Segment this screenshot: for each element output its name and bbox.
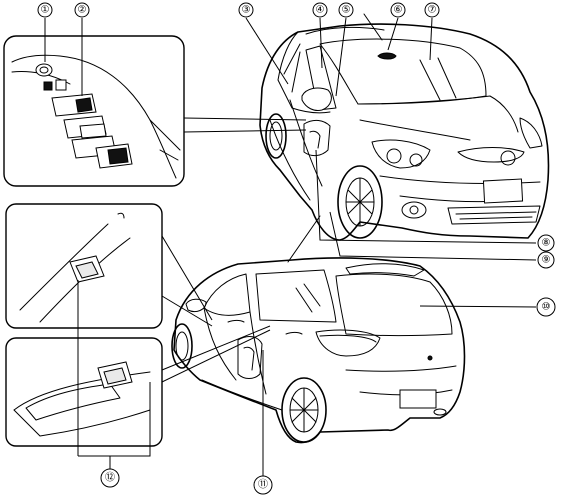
callout-1: ①: [37, 2, 53, 18]
inset-rear-switch-upper: [5, 203, 163, 329]
callout-2-label: ②: [78, 5, 87, 16]
callout-1-label: ①: [41, 5, 50, 16]
callout-11: ⑪: [253, 475, 273, 495]
callout-10-label: ⑩: [542, 302, 551, 313]
callout-4-label: ④: [316, 5, 325, 16]
callout-7: ⑦: [424, 2, 440, 18]
callout-9: ⑨: [537, 251, 555, 269]
callout-5-label: ⑤: [342, 5, 351, 16]
callout-10: ⑩: [536, 297, 556, 317]
callout-4: ④: [312, 2, 328, 18]
rear-car-illustration: [171, 215, 466, 444]
callout-8-label: ⑧: [542, 238, 551, 249]
callout-8: ⑧: [537, 234, 555, 252]
callout-12-label: ⑫: [105, 472, 115, 484]
callout-11-label: ⑪: [258, 479, 268, 491]
callout-6: ⑥: [390, 2, 406, 18]
callout-3: ③: [238, 2, 254, 18]
callout-6-label: ⑥: [394, 5, 403, 16]
inset-front-switch-panel: [3, 35, 185, 187]
callout-7-label: ⑦: [428, 5, 437, 16]
callout-3-label: ③: [242, 5, 251, 16]
callout-5: ⑤: [338, 2, 354, 18]
callout-12: ⑫: [100, 468, 120, 488]
inset-rear-switch-lower: [5, 337, 163, 447]
callout-2: ②: [74, 2, 90, 18]
front-car-illustration: [259, 13, 550, 241]
leader-lines: [44, 17, 537, 476]
callout-9-label: ⑨: [542, 255, 551, 266]
